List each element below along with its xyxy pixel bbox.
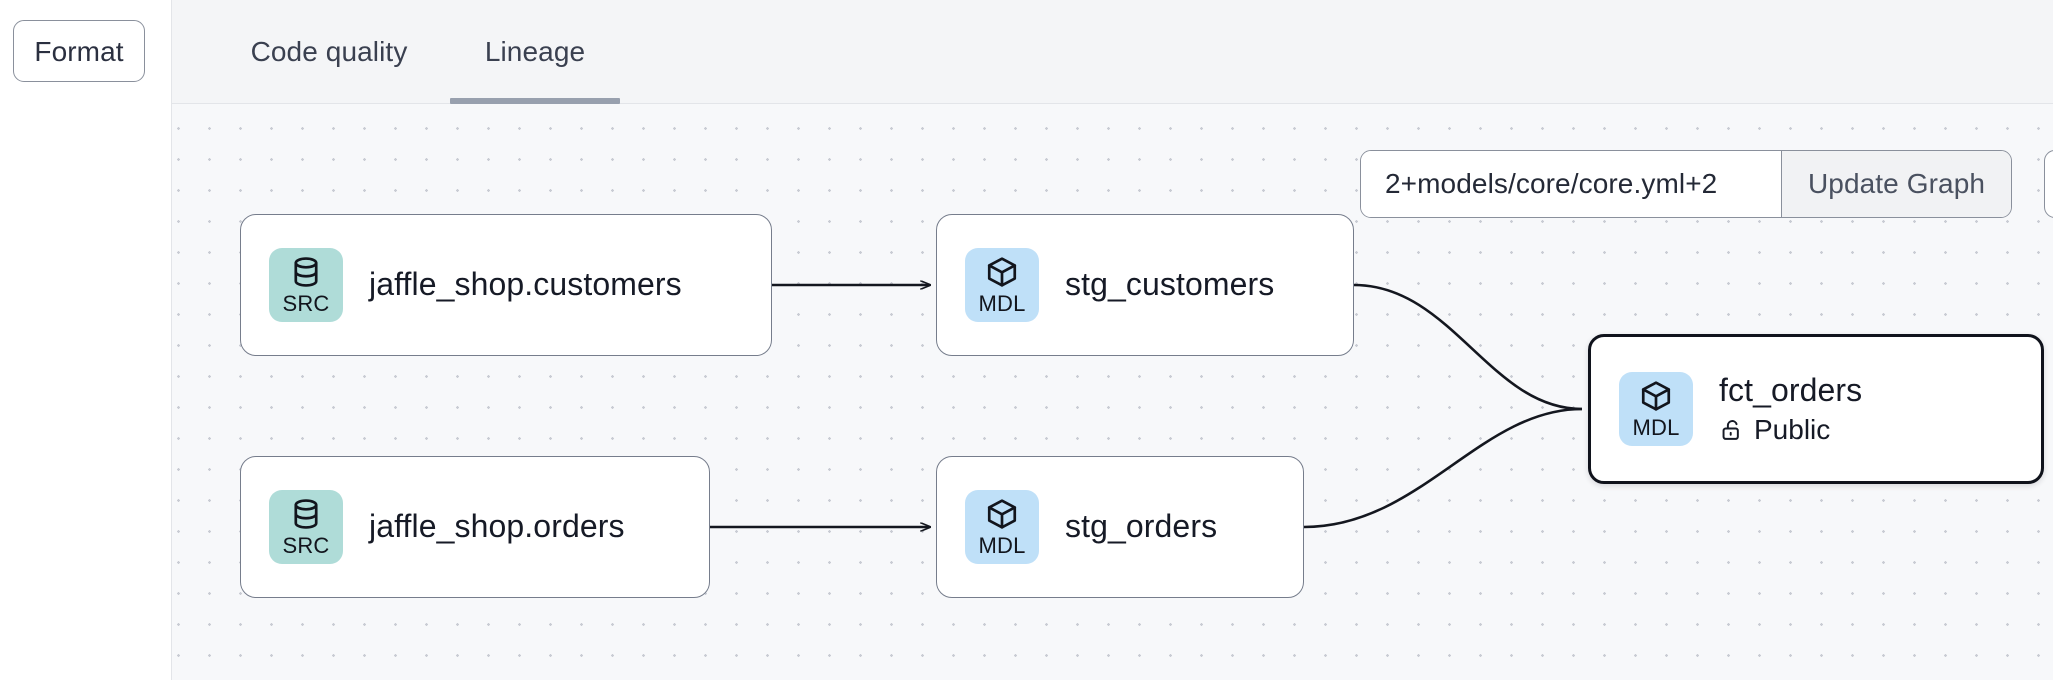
database-icon (294, 257, 318, 287)
lineage-canvas[interactable]: SRC jaffle_shop.customers MDL stg_custom… (0, 104, 2053, 680)
top-toolbar: Format Code quality Lineage (0, 0, 2053, 104)
node-title: jaffle_shop.orders (369, 508, 625, 545)
tab-lineage-label: Lineage (484, 36, 586, 67)
lineage-node-stg-customers[interactable]: MDL stg_customers (936, 214, 1354, 356)
node-badge-label: MDL (978, 291, 1026, 316)
lineage-node-fct-orders[interactable]: MDL fct_orders Public (1588, 334, 2044, 484)
node-body: stg_orders (1065, 508, 1217, 546)
edge-stg-orders-to-fct-orders (1303, 407, 1583, 529)
cube-icon (1641, 381, 1671, 411)
tab-active-underline (450, 98, 620, 104)
node-body: fct_orders Public (1719, 372, 1862, 447)
node-access-row: Public (1719, 414, 1862, 446)
node-title: stg_orders (1065, 508, 1218, 545)
update-graph-button[interactable]: Update Graph (1781, 151, 2011, 217)
canvas-left-gutter (0, 104, 172, 680)
tab-code-quality-label: Code quality (250, 36, 408, 67)
graph-selector-toolbar: Update Graph (1360, 150, 2012, 218)
node-badge-label: SRC (282, 291, 330, 316)
cube-icon (987, 257, 1017, 287)
node-badge-label: MDL (978, 533, 1026, 558)
cube-icon (987, 499, 1017, 529)
node-badge-label: SRC (282, 533, 330, 558)
graph-overflow-control[interactable] (2044, 150, 2053, 218)
lineage-node-stg-orders[interactable]: MDL stg_orders (936, 456, 1304, 598)
graph-selector-input[interactable] (1361, 151, 1781, 217)
node-badge-src: SRC (269, 248, 343, 322)
node-badge-mdl: MDL (1619, 372, 1693, 446)
node-badge-mdl: MDL (965, 490, 1039, 564)
unlock-icon (1722, 420, 1739, 441)
format-button[interactable]: Format (13, 20, 145, 82)
lineage-node-src-customers[interactable]: SRC jaffle_shop.customers (240, 214, 772, 356)
toolbar-left-panel: Format (0, 0, 172, 104)
node-title: jaffle_shop.customers (369, 266, 682, 303)
node-badge-src: SRC (269, 490, 343, 564)
node-badge-label: MDL (1632, 415, 1680, 440)
node-body: jaffle_shop.customers (369, 266, 682, 304)
tab-lineage[interactable]: Lineage (450, 0, 620, 104)
node-badge-mdl: MDL (965, 248, 1039, 322)
lineage-node-src-orders[interactable]: SRC jaffle_shop.orders (240, 456, 710, 598)
node-access-label: Public (1754, 414, 1831, 446)
edge-stg-customers-to-fct-orders (1353, 283, 1583, 411)
node-title: stg_customers (1065, 266, 1275, 303)
database-icon (294, 499, 318, 529)
tab-code-quality[interactable]: Code quality (240, 0, 418, 104)
node-title: fct_orders (1719, 371, 1863, 408)
node-body: jaffle_shop.orders (369, 508, 625, 546)
node-body: stg_customers (1065, 266, 1274, 304)
